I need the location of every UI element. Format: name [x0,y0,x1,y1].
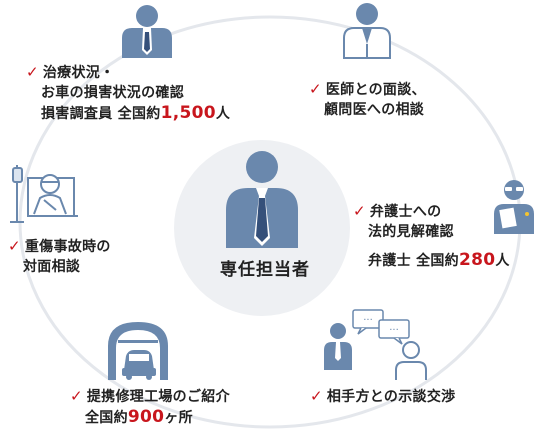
center-label: 専任担当者 [220,260,310,280]
lawyer-line-2: 法的見解確認 [368,224,454,240]
node-garage: ✓提携修理工場のご紹介 全国約900ヶ所 [70,386,230,428]
lawyer-line-1: ✓弁護士への [353,202,442,220]
negotiation-icon: ··· ··· [324,309,427,380]
node-investigator: ✓治療状況・ お車の損害状況の確認 損害調査員 全国約1,500人 [26,62,230,124]
investigator-line-3: 損害調査員 全国約1,500人 [41,103,231,123]
doctor-line-1: ✓医師との面談、 [309,80,426,98]
check-icon: ✓ [310,387,323,405]
hospital-line-1: ✓重傷事故時の [8,237,111,255]
center-person-icon [226,151,298,248]
investigator-icon [122,5,172,58]
node-hospital: ✓重傷事故時の 対面相談 [8,236,111,277]
check-icon: ✓ [26,63,39,81]
investigator-line-1: ✓治療状況・ [26,63,115,81]
svg-text:···: ··· [363,315,373,326]
doctor-icon [343,3,391,59]
check-icon: ✓ [8,237,21,255]
hospital-line-2: 対面相談 [23,259,81,275]
node-doctor: ✓医師との面談、 顧問医への相談 [309,79,426,120]
garage-line-2: 全国約900ヶ所 [85,407,193,427]
check-icon: ✓ [70,387,83,405]
doctor-line-2: 顧問医への相談 [324,102,425,118]
node-negotiation: ✓相手方との示談交渉 [310,386,455,407]
investigator-line-2: お車の損害状況の確認 [41,85,184,101]
svg-text:···: ··· [389,325,399,336]
garage-count: 900 [127,407,165,427]
injured-patient-icon [10,165,78,223]
node-lawyer: ✓弁護士への 法的見解確認 弁護士 全国約280人 [353,201,510,271]
check-icon: ✓ [309,80,322,98]
garage-icon [108,322,168,380]
lawyer-icon [494,180,534,234]
lawyer-line-3: 弁護士 全国約280人 [368,250,510,270]
lawyer-count: 280 [458,250,496,270]
negotiation-line-1: ✓相手方との示談交渉 [310,387,456,405]
garage-line-1: ✓提携修理工場のご紹介 [70,387,230,405]
investigator-count: 1,500 [160,103,216,123]
check-icon: ✓ [353,202,366,220]
